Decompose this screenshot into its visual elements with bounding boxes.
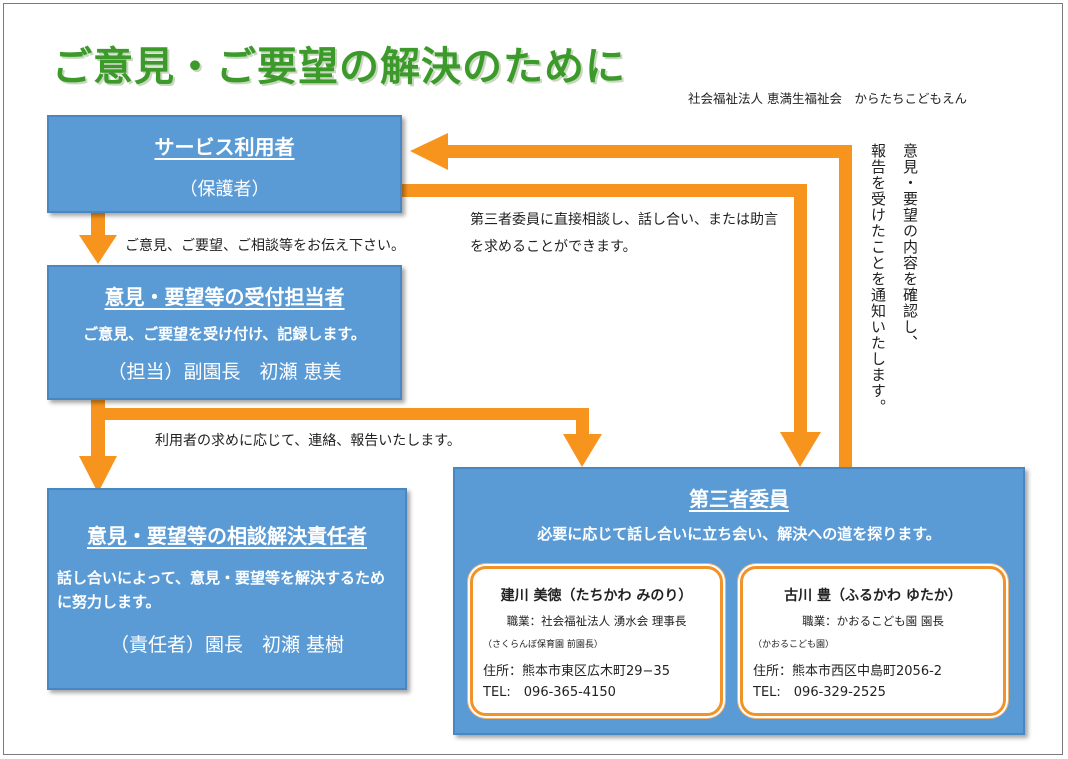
member-card: 古川 豊（ふるかわ ゆたか） 職業：かおるこども園 園長 （かおるこども園） 住… bbox=[740, 566, 1006, 716]
page-frame bbox=[3, 3, 1063, 755]
arrow-reception-to-third-head bbox=[563, 434, 602, 467]
arrow-user-to-third-vertical bbox=[794, 184, 807, 434]
member-tel: TEL: 096-329-2525 bbox=[753, 685, 886, 700]
service-user-heading: サービス利用者 bbox=[154, 135, 295, 159]
page-title: ご意見・ご要望の解決のために bbox=[52, 44, 626, 90]
arrow-user-to-third-head bbox=[780, 432, 821, 467]
arrow-reception-to-third-horizontal bbox=[98, 408, 588, 420]
member-card: 建川 美徳（たちかわ みのり） 職業：社会福祉法人 湧水会 理事長 （さくらんぼ… bbox=[470, 566, 723, 716]
member-address: 住所：熊本市西区中島町2056-2 bbox=[753, 664, 943, 679]
service-user-box: サービス利用者 （保護者） bbox=[47, 115, 402, 213]
reception-person: （担当）副園長 初瀬 恵美 bbox=[107, 361, 342, 383]
label-confirm-vertical: 意見・要望の内容を確認し、 bbox=[901, 143, 919, 351]
resolver-box: 意見・要望等の相談解決責任者 話し合いによって、意見・要望等を解決するために努力… bbox=[47, 488, 407, 690]
organization-name: 社会福祉法人 恵満生福祉会 からたちこどもえん bbox=[688, 91, 967, 106]
reception-box: 意見・要望等の受付担当者 ご意見、ご要望を受け付け、記録します。 （担当）副園長… bbox=[47, 265, 402, 400]
third-party-description: 必要に応じて話し合いに立ち会い、解決への道を探ります。 bbox=[537, 525, 941, 543]
label-report-to-third: 利用者の求めに応じて、連絡、報告いたします。 bbox=[155, 433, 461, 449]
arrow-reception-to-third-vertical bbox=[576, 408, 589, 436]
service-user-sub: （保護者） bbox=[179, 179, 270, 200]
arrow-third-to-user-head bbox=[410, 133, 448, 170]
arrow-third-to-user-horizontal bbox=[445, 145, 852, 158]
label-notify-vertical: 報告を受けたことを通知いたします。 bbox=[869, 143, 887, 415]
member-note: （かおるこども園） bbox=[753, 640, 835, 650]
member-name: 古川 豊（ふるかわ ゆたか） bbox=[784, 588, 962, 604]
third-party-heading: 第三者委員 bbox=[689, 487, 789, 511]
label-to-reception: ご意見、ご要望、ご相談等をお伝え下さい。 bbox=[125, 238, 405, 254]
resolver-person: （責任者）園長 初瀬 基樹 bbox=[109, 634, 345, 656]
member-address: 住所：熊本市東区広木町29−35 bbox=[483, 664, 670, 679]
label-direct-consult: 第三者委員に直接相談し、話し合い、または助言を求めることができます。 bbox=[470, 212, 778, 255]
third-party-box: 第三者委員 必要に応じて話し合いに立ち会い、解決への道を探ります。 建川 美徳（… bbox=[453, 467, 1025, 735]
resolver-heading: 意見・要望等の相談解決責任者 bbox=[87, 524, 367, 548]
member-note: （さくらんぼ保育園 前園長） bbox=[483, 640, 603, 650]
arrow-user-to-third-horizontal bbox=[402, 184, 807, 197]
reception-description: ご意見、ご要望を受け付け、記録します。 bbox=[83, 325, 366, 343]
arrow-third-to-user-vertical bbox=[839, 145, 852, 470]
member-job: 職業：社会福祉法人 湧水会 理事長 bbox=[506, 614, 687, 628]
member-job: 職業：かおるこども園 園長 bbox=[802, 614, 944, 628]
member-name: 建川 美徳（たちかわ みのり） bbox=[500, 588, 693, 604]
arrow-user-to-reception-head bbox=[79, 235, 117, 264]
member-tel: TEL: 096-365-4150 bbox=[483, 685, 616, 700]
reception-heading: 意見・要望等の受付担当者 bbox=[104, 285, 345, 309]
resolver-description: 話し合いによって、意見・要望等を解決するために努力します。 bbox=[57, 569, 386, 611]
arrow-reception-to-resolver-shaft bbox=[91, 393, 105, 458]
arrow-reception-to-resolver-head bbox=[79, 456, 117, 493]
